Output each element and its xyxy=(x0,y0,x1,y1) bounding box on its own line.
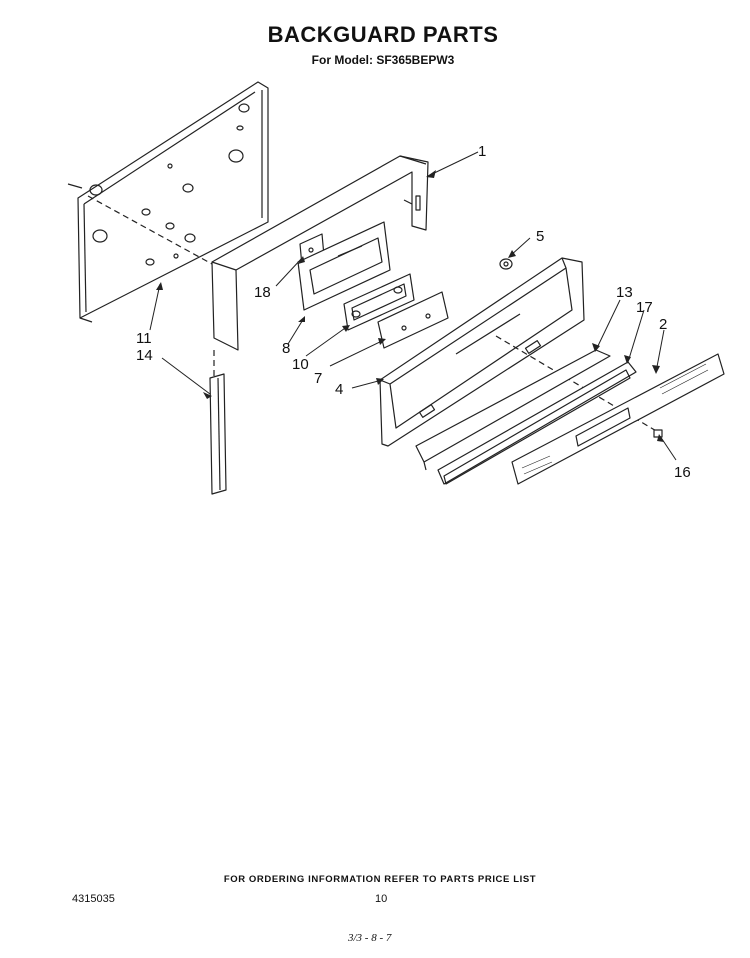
callout-5: 5 xyxy=(536,228,544,245)
callout-13: 13 xyxy=(616,284,633,301)
callout-4: 4 xyxy=(335,381,343,398)
callout-18: 18 xyxy=(254,284,271,301)
callout-1: 1 xyxy=(478,143,486,160)
part-10-switch-housing xyxy=(343,273,415,331)
model-subtitle: For Model: SF365BEPW3 xyxy=(311,53,455,67)
part-4-control-panel xyxy=(379,257,659,447)
page-title: BACKGUARD PARTS xyxy=(267,22,499,47)
part-16-clip xyxy=(653,429,663,438)
document-part-number: 4315035 xyxy=(72,893,115,905)
part-2-overlay-panel xyxy=(511,353,725,485)
part-17-trim-rail xyxy=(437,361,637,485)
callout-10: 10 xyxy=(292,356,309,373)
callout-14: 14 xyxy=(136,347,153,364)
exploded-parts-diagram: 1 2 4 5 7 8 10 11 13 14 16 17 18 xyxy=(67,81,725,495)
callout-7: 7 xyxy=(314,370,322,387)
callout-2: 2 xyxy=(659,316,667,333)
callout-17: 17 xyxy=(636,299,653,316)
part-5-knob xyxy=(499,258,513,270)
part-13-lower-trim xyxy=(415,349,611,471)
ordering-note: FOR ORDERING INFORMATION REFER TO PARTS … xyxy=(223,874,537,885)
part-14-side-strip xyxy=(209,373,227,495)
callout-8: 8 xyxy=(282,340,290,357)
part-8-bracket xyxy=(297,221,391,311)
part-11-rear-panel xyxy=(67,81,269,323)
callout-16: 16 xyxy=(674,464,691,481)
revision-code: 3/3 - 8 - 7 xyxy=(348,932,392,944)
page-number: 10 xyxy=(375,893,388,905)
callout-11: 11 xyxy=(136,330,152,347)
part-1-backguard-trim xyxy=(211,155,429,392)
